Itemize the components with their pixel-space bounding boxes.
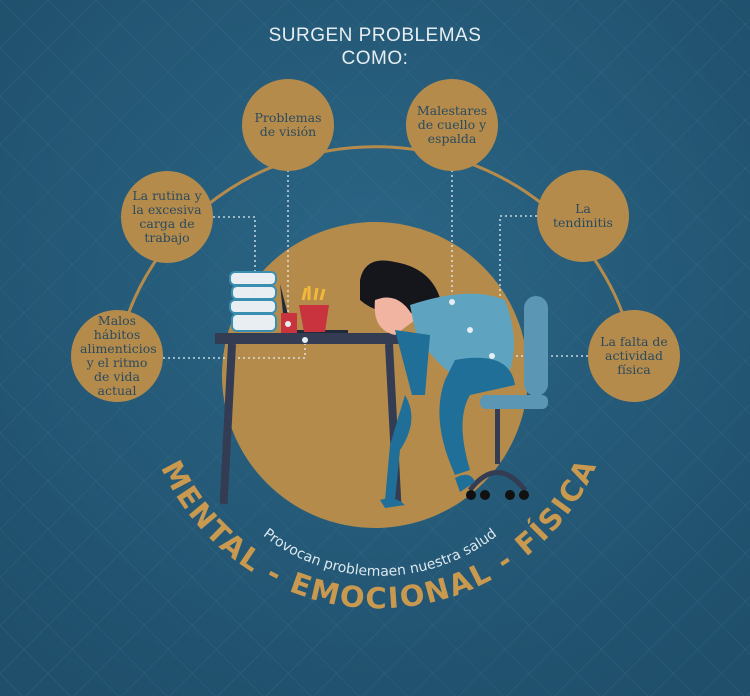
problem-bubble-eating-habits: Malos hábitos alimenticios y el ritmo de… [71, 310, 163, 402]
books [229, 271, 277, 332]
title-line-1: SURGEN PROBLEMAS [268, 25, 482, 46]
problem-bubble-neck-back: Malestares de cuello y espalda [406, 79, 498, 171]
bubble-label: Malestares de cuello y espalda [416, 103, 488, 146]
page-title: SURGEN PROBLEMAS COMO: [0, 24, 750, 70]
chair [466, 296, 548, 500]
connector-dots [252, 289, 495, 359]
fries [299, 286, 329, 332]
woman-figure [360, 260, 515, 508]
bubble-label: Malos hábitos alimenticios y el ritmo de… [80, 313, 157, 398]
bubble-label: La rutina y la excesiva carga de trabajo [132, 188, 202, 245]
problem-bubble-vision: Problemas de visión [242, 79, 334, 171]
problem-bubble-physical-activity: La falta de actividad física [588, 310, 680, 402]
problem-bubble-tendinitis: La tendinitis [537, 170, 629, 262]
bubble-label: La tendinitis [553, 201, 613, 230]
bubble-label: Problemas de visión [254, 110, 322, 139]
bubble-label: La falta de actividad física [600, 334, 668, 377]
title-line-2: COMO: [341, 48, 409, 69]
problem-bubble-workload: La rutina y la excesiva carga de trabajo [121, 171, 213, 263]
